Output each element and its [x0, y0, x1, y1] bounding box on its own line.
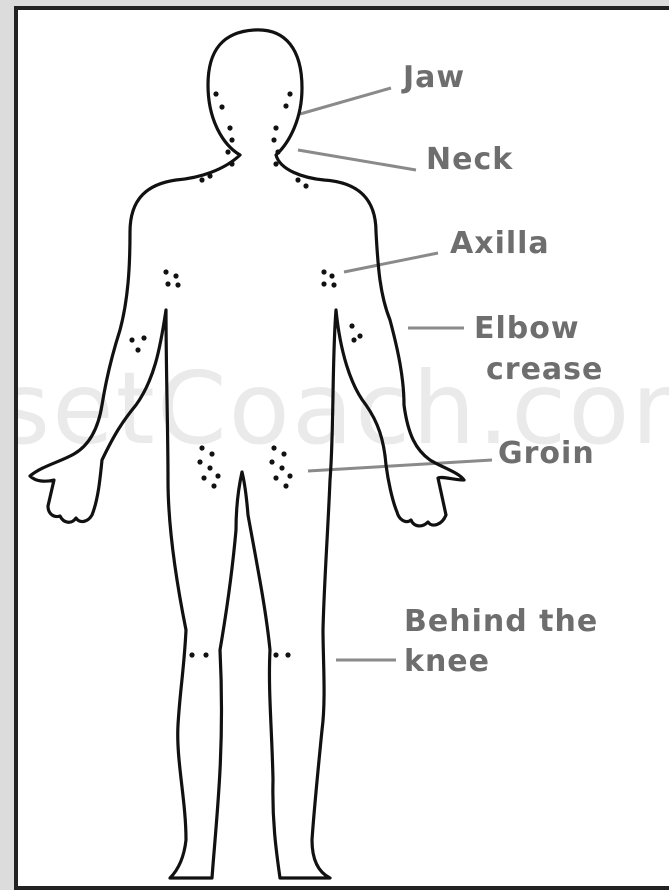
axilla-leader-line — [344, 253, 438, 272]
jaw-nodes — [213, 91, 292, 109]
lymph-node-dots — [129, 91, 362, 657]
knee-nodes — [189, 652, 290, 657]
label-jaw: Jaw — [403, 60, 465, 96]
neck-leader-line — [298, 150, 416, 170]
body-outline — [30, 30, 464, 878]
label-elbow-line1: Elbow — [474, 311, 580, 347]
groin-leader-line — [308, 460, 492, 471]
axilla-nodes — [163, 269, 336, 287]
label-axilla: Axilla — [450, 226, 550, 262]
diagram-frame: setCoach.com — [14, 6, 669, 890]
label-neck: Neck — [426, 142, 513, 178]
shoulder-nodes — [199, 173, 308, 188]
label-elbow-line2: crease — [486, 352, 603, 388]
jaw-leader-line — [300, 88, 391, 114]
label-knee-line2: knee — [404, 644, 490, 680]
label-knee-line1: Behind the — [404, 604, 598, 640]
label-groin: Groin — [498, 436, 595, 472]
